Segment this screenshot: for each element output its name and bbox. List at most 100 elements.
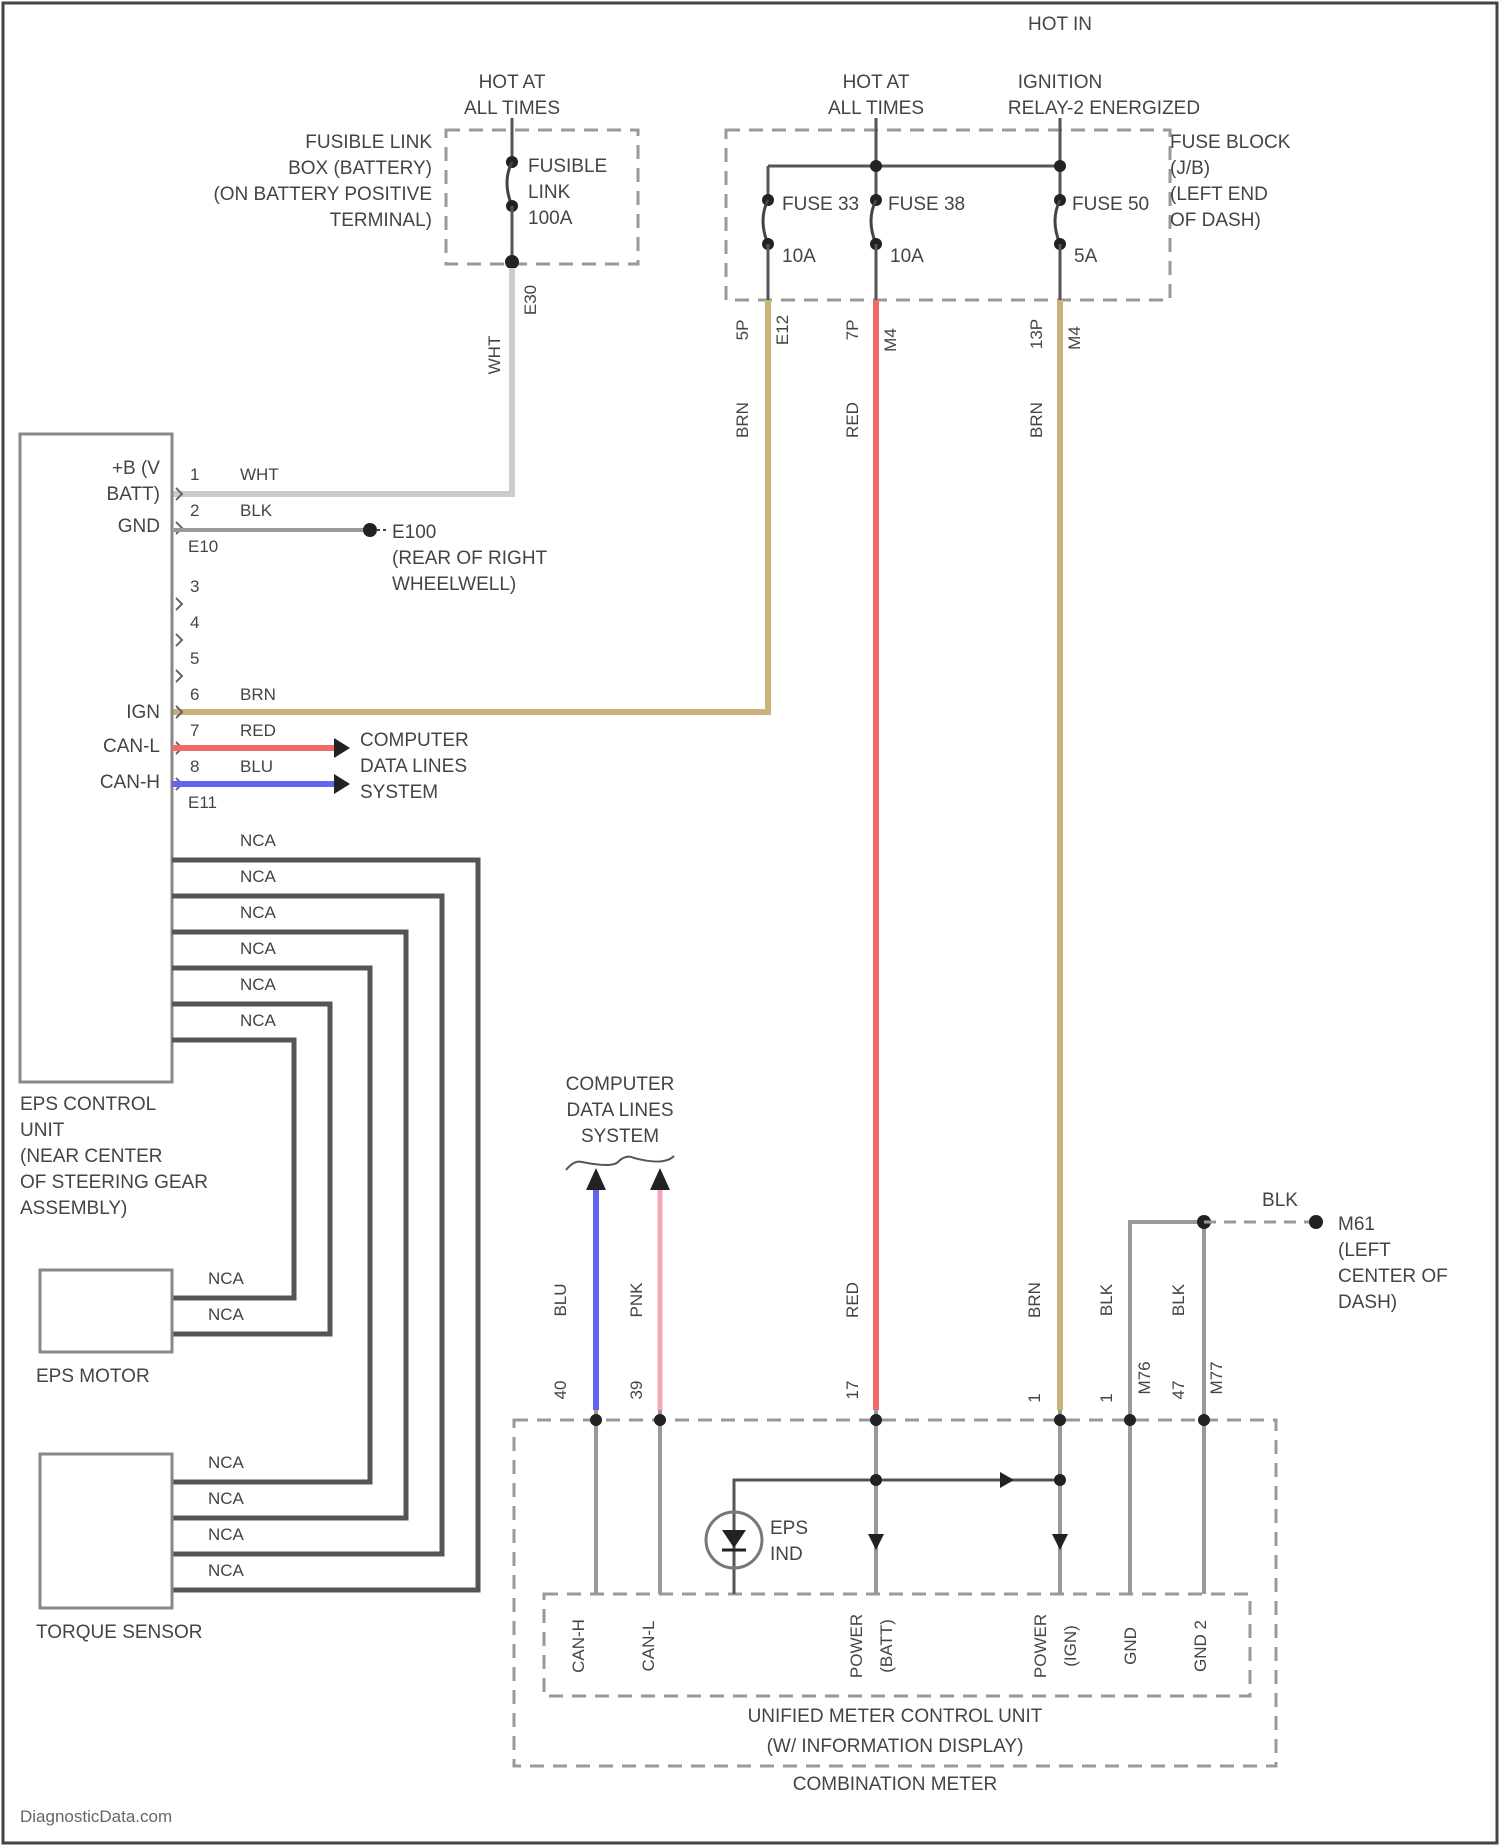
fuse-38-wire: RED (843, 402, 862, 438)
eps-pin-batt-1: +B (V (112, 458, 160, 479)
meter-wire-pnk: PNK (627, 1282, 646, 1318)
eps-pin-num-3: 3 (190, 577, 199, 596)
eps-pin-ign: IGN (126, 702, 160, 723)
term-can-l: CAN-L (639, 1620, 658, 1671)
m61-wire: BLK (1262, 1190, 1298, 1211)
fb-hot-right-1: IGNITION (1018, 72, 1102, 93)
eps-label-2: UNIT (20, 1120, 65, 1141)
eps-wire-brn: BRN (240, 685, 276, 704)
eps-motor-label: EPS MOTOR (36, 1366, 150, 1387)
fusible-box-label-3: (ON BATTERY POSITIVE (213, 184, 432, 205)
eps-pin-num-5: 5 (190, 649, 199, 668)
eps-pin-num-4: 4 (190, 613, 199, 632)
eps-data-lines-3: SYSTEM (360, 782, 438, 803)
term-can-h: CAN-H (569, 1619, 588, 1673)
watermark: DiagnosticData.com (20, 1807, 172, 1826)
dl2-1: COMPUTER (566, 1074, 675, 1095)
nca-label-3: NCA (240, 903, 277, 922)
fusible-wire-color: WHT (485, 336, 504, 375)
nca-torque-1: NCA (208, 1453, 245, 1472)
eps-label-4: OF STEERING GEAR (20, 1172, 208, 1193)
term-power-ign-2: (IGN) (1061, 1625, 1080, 1667)
m61-loc-2: CENTER OF (1338, 1266, 1448, 1287)
meter-pin-1b: 1 (1097, 1393, 1116, 1402)
nca-motor-2: NCA (208, 1305, 245, 1324)
eps-ground-loc-2: WHEELWELL) (392, 574, 516, 595)
fuse-33-conn: E12 (773, 315, 792, 345)
meter-pin-47: 47 (1169, 1381, 1188, 1400)
fb-hot-left-2: ALL TIMES (828, 98, 924, 119)
fb-label-2: (J/B) (1170, 158, 1210, 179)
eps-label-1: EPS CONTROL (20, 1094, 156, 1115)
fuse-block-box (726, 130, 1170, 300)
nca-label-5: NCA (240, 975, 277, 994)
eps-ground-loc-1: (REAR OF RIGHT (392, 548, 548, 569)
term-power-batt-1: POWER (847, 1614, 866, 1678)
fusible-link-name-1: FUSIBLE (528, 156, 607, 177)
m61-loc-3: DASH) (1338, 1292, 1397, 1313)
fb-label-3: (LEFT END (1170, 184, 1268, 205)
fusible-link-rating: 100A (528, 208, 573, 229)
eps-pin-batt-2: BATT) (107, 484, 160, 505)
nca-wires: NCA NCA NCA NCA NCA NCA NCA NCA NCA NCA … (172, 831, 478, 1590)
meter-wire-blk-1: BLK (1097, 1283, 1116, 1316)
wire-wht (172, 268, 512, 494)
eps-wire-red: RED (240, 721, 276, 740)
data-lines-meter: COMPUTER DATA LINES SYSTEM (566, 1074, 675, 1410)
eps-motor: EPS MOTOR (36, 1270, 172, 1387)
fuse-33-wire: BRN (733, 402, 752, 438)
combination-meter: EPS IND CAN-H CAN-L POWER (BATT) POWER (… (514, 1410, 1276, 1795)
meter-label-2: (W/ INFORMATION DISPLAY) (767, 1736, 1024, 1757)
fuse-50-conn: M4 (1065, 326, 1084, 350)
fuse-38-pin: 7P (843, 320, 862, 341)
fuse-38-conn: M4 (881, 328, 900, 352)
eps-wire-wht: WHT (240, 465, 279, 484)
m61-id: M61 (1338, 1214, 1375, 1235)
eps-ind-1: EPS (770, 1518, 808, 1539)
eps-ind-2: IND (770, 1544, 803, 1565)
fuse-38-name: FUSE 38 (888, 194, 965, 215)
eps-label-5: ASSEMBLY) (20, 1198, 127, 1219)
nca-label-2: NCA (240, 867, 277, 886)
meter-conn-m77: M77 (1207, 1361, 1226, 1394)
eps-pin-num-7: 7 (190, 721, 199, 740)
m61-loc-1: (LEFT (1338, 1240, 1391, 1261)
fuse-33-pin: 5P (733, 320, 752, 341)
fuse-50-pin: 13P (1027, 319, 1046, 349)
eps-data-lines-1: COMPUTER (360, 730, 469, 751)
nca-label-1: NCA (240, 831, 277, 850)
fb-hot-right-2: RELAY-2 ENERGIZED (1008, 98, 1200, 119)
eps-pin-num-1: 1 (190, 465, 199, 484)
dl2-2: DATA LINES (567, 1100, 674, 1121)
fusible-link-group: HOT AT ALL TIMES FUSIBLE LINK BOX (BATTE… (213, 72, 638, 374)
eps-pin-gnd: GND (118, 516, 160, 537)
fuse-50-wire: BRN (1027, 402, 1046, 438)
eps-pin-can-l: CAN-L (103, 736, 160, 757)
dl2-3: SYSTEM (581, 1126, 659, 1147)
eps-pin-num-6: 6 (190, 685, 199, 704)
eps-control-unit: +B (V BATT) GND IGN CAN-L CAN-H 1 2 3 4 … (20, 434, 548, 1219)
meter-conn-m76: M76 (1135, 1361, 1154, 1394)
eps-pin-can-h: CAN-H (100, 772, 160, 793)
eps-pin-num-2: 2 (190, 501, 199, 520)
eps-label-3: (NEAR CENTER (20, 1146, 163, 1167)
term-gnd: GND (1121, 1627, 1140, 1665)
fuse-50-name: FUSE 50 (1072, 194, 1149, 215)
nca-torque-4: NCA (208, 1561, 245, 1580)
eps-conn-e10: E10 (188, 537, 218, 556)
meter-wire-red: RED (843, 1282, 862, 1318)
fb-label-1: FUSE BLOCK (1170, 132, 1291, 153)
torque-sensor-label: TORQUE SENSOR (36, 1622, 202, 1643)
nca-motor-1: NCA (208, 1269, 245, 1288)
meter-pin-1a: 1 (1025, 1393, 1044, 1402)
nca-label-6: NCA (240, 1011, 277, 1030)
meter-wire-blk-2: BLK (1169, 1283, 1188, 1316)
meter-label-1: UNIFIED METER CONTROL UNIT (748, 1706, 1043, 1727)
eps-wire-blu: BLU (240, 757, 273, 776)
meter-pin-17: 17 (843, 1381, 862, 1400)
fuse-38-amps: 10A (890, 246, 924, 267)
eps-wire-blk: BLK (240, 501, 273, 520)
meter-wire-blu: BLU (551, 1283, 570, 1316)
